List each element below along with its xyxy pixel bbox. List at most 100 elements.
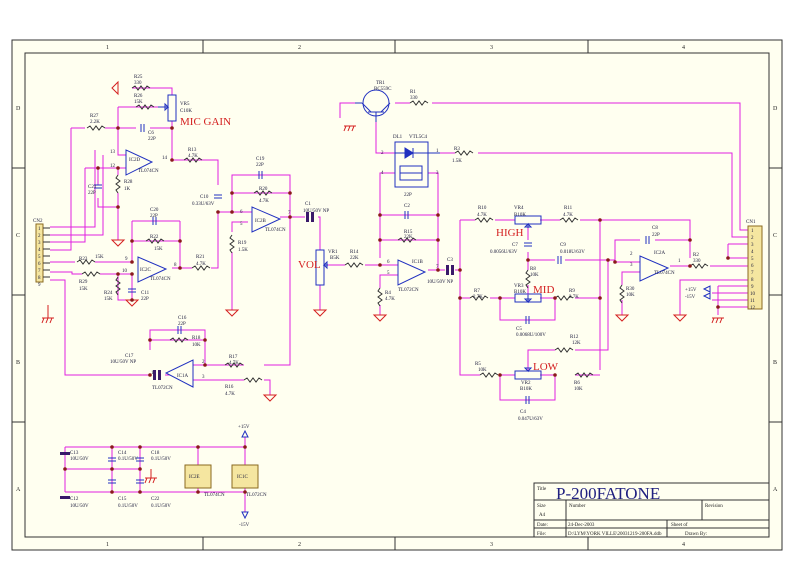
- mic-gain-annotation: MIC GAIN: [180, 116, 231, 128]
- value-c2: 22P: [404, 193, 412, 198]
- value-c1: 10U/50V NP: [303, 209, 329, 214]
- label-r19: R19: [238, 241, 247, 246]
- value-c7: 0.0056U/63V: [490, 250, 518, 255]
- zone-row-a-right: A: [773, 487, 778, 493]
- label-tr1: TR1: [376, 81, 385, 86]
- pin-ic2b-6: 6: [240, 210, 243, 215]
- label-r26: R26: [134, 94, 143, 99]
- value-c19: 22P: [256, 163, 264, 168]
- pin-dl1-1: 1: [436, 149, 439, 154]
- transistor-tr1: [355, 89, 391, 122]
- power-arrows: [241, 285, 711, 520]
- value-ic2a: TL074CN: [654, 271, 675, 276]
- value-r18: 10K: [192, 343, 201, 348]
- value-c21: 22P: [88, 191, 96, 196]
- cn2-pins: 1 2 3 4 5 6 7 8 9: [38, 227, 41, 288]
- value-r28: 1K: [124, 187, 131, 192]
- value-r6: 10K: [574, 387, 583, 392]
- value-r17: 4.7K: [229, 361, 239, 366]
- zone-row-c: C: [16, 233, 20, 239]
- cn1-pin: 12: [750, 306, 756, 311]
- chassis-ground-icon: [343, 125, 356, 132]
- drawing-title: P-200FATONE: [556, 484, 660, 503]
- title-block: [533, 482, 770, 538]
- label-c3: C3: [447, 258, 453, 263]
- value-vr1: B5K: [330, 256, 340, 261]
- value-ic2e: TL074CN: [204, 493, 225, 498]
- value-ic1c: TL072CN: [246, 493, 267, 498]
- label-ic2c: IC2C: [140, 268, 152, 273]
- label-vr4: VR4: [514, 206, 524, 211]
- label-c11: C11: [141, 291, 150, 296]
- label-c14: C14: [118, 451, 127, 456]
- plus15-arrow-icon: [702, 285, 711, 293]
- pin-ic1b-7: 7: [436, 265, 439, 270]
- file-label: File:: [537, 532, 546, 537]
- label-r2: R2: [693, 253, 699, 258]
- zone-col-4: 4: [682, 45, 685, 51]
- label-c5: C5: [516, 327, 522, 332]
- label-r8: R8: [530, 267, 536, 272]
- cn2-pin: 8: [38, 276, 41, 281]
- zone-col-1: 1: [106, 45, 109, 51]
- value-vr2: B10K: [520, 387, 532, 392]
- plus15-label: +15V: [685, 288, 697, 293]
- zone-col-2-bottom: 2: [298, 542, 301, 548]
- cn2-pin: 4: [38, 248, 41, 253]
- zone-row-b: B: [16, 360, 20, 366]
- label-vr3: VR3: [514, 284, 524, 289]
- file-value: D:\LYM\YORK VILLE\20031219-200FA.ddb: [568, 532, 662, 537]
- value-r13: 4.7K: [188, 154, 198, 159]
- label-r1: R1: [410, 90, 416, 95]
- minus15-supply-icon: [241, 511, 249, 520]
- pin-ic2c-8: 8: [174, 263, 177, 268]
- value-c4: 0.047U/63V: [518, 417, 543, 422]
- chassis-ground-icon: [711, 317, 724, 324]
- pin-ic2a-3: 3: [630, 263, 633, 268]
- ground-icon: [614, 314, 630, 322]
- value-vr5: C10K: [180, 109, 192, 114]
- label-c20: C20: [150, 208, 159, 213]
- ground-icon: [672, 314, 688, 322]
- zone-row-d-right: D: [773, 106, 778, 112]
- chassis-ground-icon: [41, 305, 54, 324]
- label-r12: R12: [570, 335, 579, 340]
- value-r30: 10K: [626, 293, 635, 298]
- value-r29: 15K: [79, 287, 88, 292]
- cn1-pin: 7: [751, 271, 754, 276]
- value-r5: 10K: [478, 368, 487, 373]
- pin-ic2a-1: 1: [678, 259, 681, 264]
- optocoupler-dl1: [394, 141, 440, 188]
- pin-ic1b-6: 6: [387, 260, 390, 265]
- value-r21: 4.7K: [196, 262, 206, 267]
- op-amp-ic1b: [397, 259, 427, 286]
- supply-plus15-label: +15V: [238, 425, 250, 430]
- pin-ic2b-5: 5: [240, 222, 243, 227]
- label-vr1: VR1: [328, 250, 338, 255]
- chassis-ground-icon: [144, 469, 157, 484]
- zone-row-d: D: [16, 106, 21, 112]
- label-c12: C12: [70, 497, 79, 502]
- cn1-pin: 2: [751, 236, 754, 241]
- label-c21: C21: [88, 185, 97, 190]
- pin-ic1a-2: 2: [202, 360, 205, 365]
- ground-icon: [110, 239, 126, 247]
- label-r23: R23: [79, 257, 88, 262]
- connector-cn2: [35, 223, 50, 283]
- supply-minus15-label: -15V: [239, 523, 250, 528]
- size-value: A4: [539, 513, 546, 518]
- cn1-pin: 4: [751, 250, 754, 255]
- sheet-label: Sheet of: [671, 523, 688, 528]
- label-r29: R29: [79, 280, 88, 285]
- cn2-pin: 9: [38, 283, 41, 288]
- label-ic2a: IC2A: [654, 251, 666, 256]
- value-r15: 22K: [404, 235, 413, 240]
- ground-icon: [224, 309, 240, 317]
- value-vr4: B10K: [514, 213, 526, 218]
- zone-col-1-bottom: 1: [106, 542, 109, 548]
- label-r4: R4: [385, 291, 391, 296]
- value-r20: 4.7K: [259, 199, 269, 204]
- value-r26: 15K: [134, 100, 143, 105]
- pin-ic2c-9: 9: [125, 257, 128, 262]
- label-r9: R9: [569, 289, 575, 294]
